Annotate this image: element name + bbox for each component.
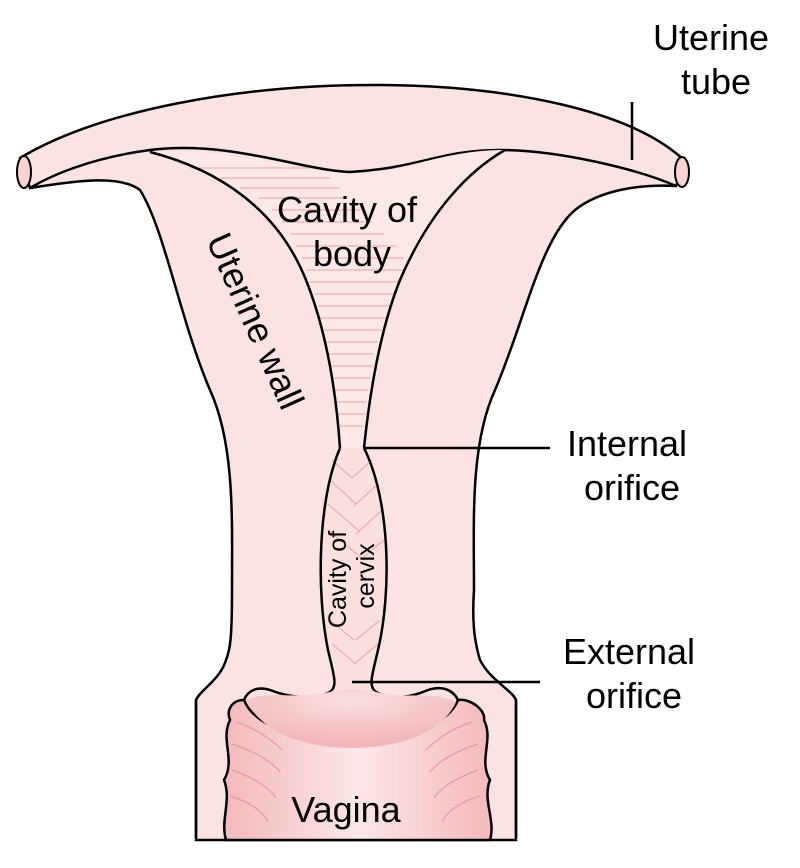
uterine-tube-label: Uterine tube	[653, 17, 779, 102]
vagina-cup	[246, 689, 456, 748]
cervix-left-wall	[242, 447, 342, 701]
cavity-right-wall	[362, 148, 506, 449]
cavity-of-body-shape	[150, 150, 505, 448]
cavity-of-body-label: Cavity of body	[277, 189, 427, 274]
cavity-left-wall	[149, 150, 342, 449]
vagina-ridges	[229, 721, 481, 823]
vagina-label: Vagina	[291, 789, 401, 830]
cavity-of-cervix-label: Cavity of cervix	[324, 524, 380, 628]
right-tube-end	[674, 156, 690, 188]
internal-orifice-label: Internal orifice	[567, 423, 697, 508]
left-tube-end	[16, 155, 32, 189]
external-orifice-label: External orifice	[563, 631, 705, 716]
cavity-stripes	[190, 167, 406, 427]
cervix-right-wall	[362, 447, 460, 701]
cervix-diagonal-stripes	[327, 459, 385, 665]
